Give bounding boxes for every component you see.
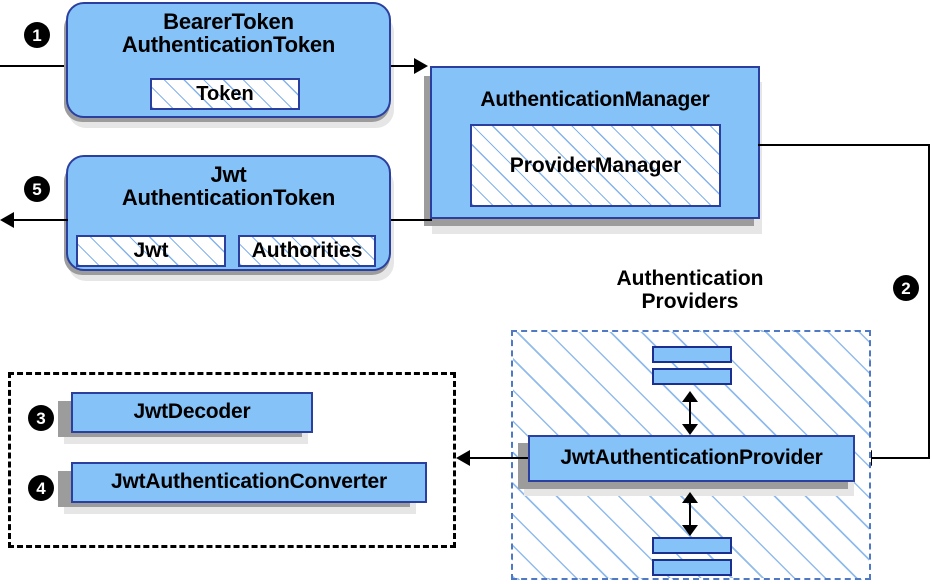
authentication-manager-sub-provider-manager: ProviderManager [470, 124, 721, 207]
bearer-token-title-line1: BearerToken [163, 9, 294, 34]
connector-manager-out-h [758, 144, 930, 146]
jwt-token-sub-authorities: Authorities [238, 235, 376, 267]
jwt-token-title-line2: AuthenticationToken [121, 185, 336, 211]
jwt-converter-title: JwtAuthenticationConverter [111, 470, 387, 494]
jwt-token-title-line1: Jwt [210, 162, 247, 187]
connector-into-provider-h [872, 457, 930, 459]
jwt-decoder-title: JwtDecoder [133, 400, 251, 424]
node-jwt-authentication-provider[interactable]: JwtAuthenticationProvider [528, 435, 855, 482]
bearer-token-title-line2: AuthenticationToken [121, 32, 336, 58]
arrowhead-provider-top-down [682, 424, 698, 435]
providers-group-label-line1: Authentication [616, 267, 764, 290]
step-bullet-3: 3 [28, 405, 54, 431]
step-bullet-4: 4 [28, 475, 54, 501]
arrowhead-provider-bottom-down [682, 525, 698, 536]
providers-group-label: Authentication Providers [560, 267, 820, 313]
node-jwt-decoder[interactable]: JwtDecoder [71, 392, 313, 433]
provider-stub-bottom-1 [652, 537, 732, 554]
authentication-manager-title: AuthenticationManager [480, 88, 710, 111]
connector-manager-out-v [928, 144, 930, 459]
provider-stub-top-1 [652, 346, 732, 363]
arrowhead-provider-to-decoders [456, 450, 470, 466]
connector-provider-top [689, 395, 691, 428]
step-bullet-1: 1 [24, 22, 50, 48]
decoders-group-region [8, 372, 456, 548]
connector-request-in [0, 65, 68, 67]
connector-provider-bottom [689, 496, 691, 529]
jwt-provider-title: JwtAuthenticationProvider [560, 446, 823, 470]
connector-token-to-manager [391, 65, 416, 67]
connector-provider-to-decoders [470, 457, 528, 459]
provider-stub-top-2 [652, 368, 732, 385]
arrowhead-response-out [0, 212, 14, 228]
arrowhead-token-to-manager [414, 58, 428, 74]
jwt-token-sub-jwt: Jwt [76, 235, 226, 267]
step-bullet-2: 2 [893, 275, 919, 301]
node-jwt-authentication-converter[interactable]: JwtAuthenticationConverter [71, 462, 427, 503]
provider-stub-bottom-2 [652, 559, 732, 576]
bearer-token-sub-token: Token [150, 78, 300, 110]
connector-response-out [14, 219, 68, 221]
step-bullet-5: 5 [24, 176, 50, 202]
providers-group-label-line2: Providers [641, 290, 739, 314]
connector-manager-to-jwt-token [391, 219, 432, 221]
